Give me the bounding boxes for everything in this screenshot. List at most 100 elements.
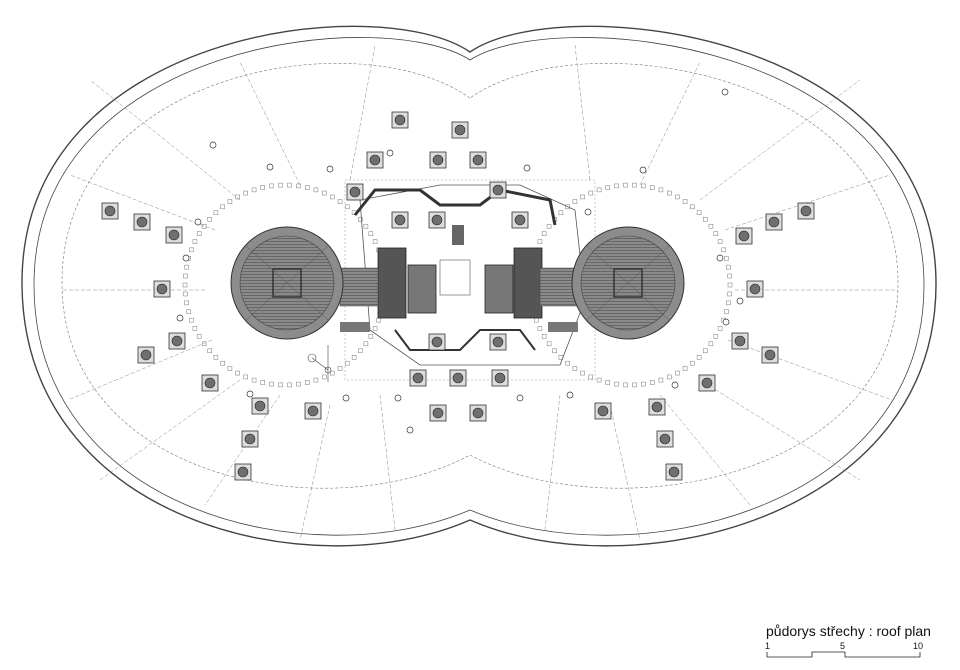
roof-drain-icon <box>584 208 592 216</box>
square-skylight-icon <box>153 280 171 298</box>
square-skylight-icon <box>665 463 683 481</box>
paver-tile <box>227 199 233 204</box>
skylights <box>101 111 815 481</box>
paver-tile <box>541 231 547 236</box>
square-skylight-icon <box>391 211 409 229</box>
paver-tile <box>260 185 265 190</box>
paver-tile <box>546 223 552 229</box>
paver-tile <box>726 264 731 270</box>
paver-tile <box>565 204 570 210</box>
paver-tile <box>235 370 240 376</box>
square-skylight-icon <box>428 333 446 351</box>
paver-tile <box>201 223 207 229</box>
paver-tile <box>227 366 233 371</box>
square-skylight-icon <box>698 374 716 392</box>
paver-tile <box>703 216 708 222</box>
mechanical-core <box>339 179 596 381</box>
paver-tile <box>696 210 702 215</box>
paver-tile <box>580 194 585 200</box>
roof-drain-icon <box>394 394 402 402</box>
scale-label-10: 10 <box>913 641 923 651</box>
paver-tile <box>675 370 680 376</box>
paver-tile <box>196 334 202 339</box>
paver-tile <box>278 182 283 188</box>
paver-tile <box>192 326 198 331</box>
paver-tile <box>641 183 646 189</box>
paver-tile <box>667 190 672 196</box>
paver-tile <box>313 377 319 383</box>
paver-tile <box>251 187 257 193</box>
square-skylight-icon <box>133 213 151 231</box>
paver-tile <box>623 382 628 388</box>
square-skylight-icon <box>428 211 446 229</box>
paver-tile <box>541 334 547 339</box>
paver-tile <box>322 190 327 196</box>
roof-drain-icon <box>671 381 679 389</box>
scale-bar: 1 5 10 <box>765 641 923 658</box>
paver-tile <box>358 348 363 354</box>
scale-label-1: 1 <box>765 641 770 651</box>
square-skylight-icon <box>137 346 155 364</box>
roof-inner-zone <box>61 63 899 489</box>
paver-tile <box>658 377 664 383</box>
paver-tile <box>278 382 283 388</box>
square-skylight-icon <box>469 151 487 169</box>
square-skylight-icon <box>168 332 186 350</box>
paver-tile <box>726 300 731 306</box>
paver-tile <box>708 223 714 229</box>
paver-tile <box>632 182 637 188</box>
paver-tile <box>330 194 335 200</box>
radial-lines-left <box>62 44 396 541</box>
square-skylight-icon <box>409 369 427 387</box>
paver-tile <box>243 190 248 196</box>
paver-tile <box>724 309 729 314</box>
paver-tile <box>650 185 655 190</box>
paver-tile <box>372 326 378 331</box>
paver-tile <box>552 348 557 354</box>
paver-tile <box>372 239 378 244</box>
roof-drain-icon <box>176 314 184 322</box>
paver-tile <box>727 291 732 297</box>
paver-tile <box>713 231 719 236</box>
paver-tile <box>183 291 188 297</box>
square-skylight-icon <box>451 121 469 139</box>
paver-tile <box>565 360 570 366</box>
paver-tile <box>572 199 578 204</box>
paver-tile <box>703 348 708 354</box>
paver-tile <box>708 341 714 347</box>
paver-tile <box>675 194 680 200</box>
square-skylight-icon <box>201 374 219 392</box>
square-skylight-icon <box>429 151 447 169</box>
paver-tile <box>690 204 695 210</box>
square-skylight-icon <box>346 183 364 201</box>
square-skylight-icon <box>656 430 674 448</box>
paver-tile <box>351 355 357 360</box>
roof-drain-icon <box>406 426 414 434</box>
paver-tile <box>614 183 619 189</box>
square-skylight-icon <box>366 151 384 169</box>
square-skylight-icon <box>469 404 487 422</box>
roof-drain-icon <box>266 163 274 171</box>
paver-tile <box>690 360 695 366</box>
paver-tile <box>537 326 543 331</box>
paver-tile <box>207 348 212 354</box>
paver-tile <box>682 366 688 371</box>
paver-tile <box>184 300 189 306</box>
paver-ring <box>182 182 733 388</box>
paver-tile <box>189 247 194 253</box>
paver-tile <box>605 185 610 190</box>
paver-tile <box>186 309 191 314</box>
paver-tile <box>580 370 585 376</box>
paver-tile <box>269 183 274 189</box>
paver-tile <box>345 204 350 210</box>
paver-tile <box>368 334 374 339</box>
square-skylight-icon <box>491 369 509 387</box>
square-skylight-icon <box>429 404 447 422</box>
vent-symbol <box>307 345 332 382</box>
paver-tile <box>667 374 672 380</box>
paver-tile <box>287 182 292 188</box>
roof-drain-icon <box>342 394 350 402</box>
paver-tile <box>596 187 602 193</box>
rooftop-unit-right <box>571 226 685 340</box>
paver-tile <box>623 182 628 188</box>
